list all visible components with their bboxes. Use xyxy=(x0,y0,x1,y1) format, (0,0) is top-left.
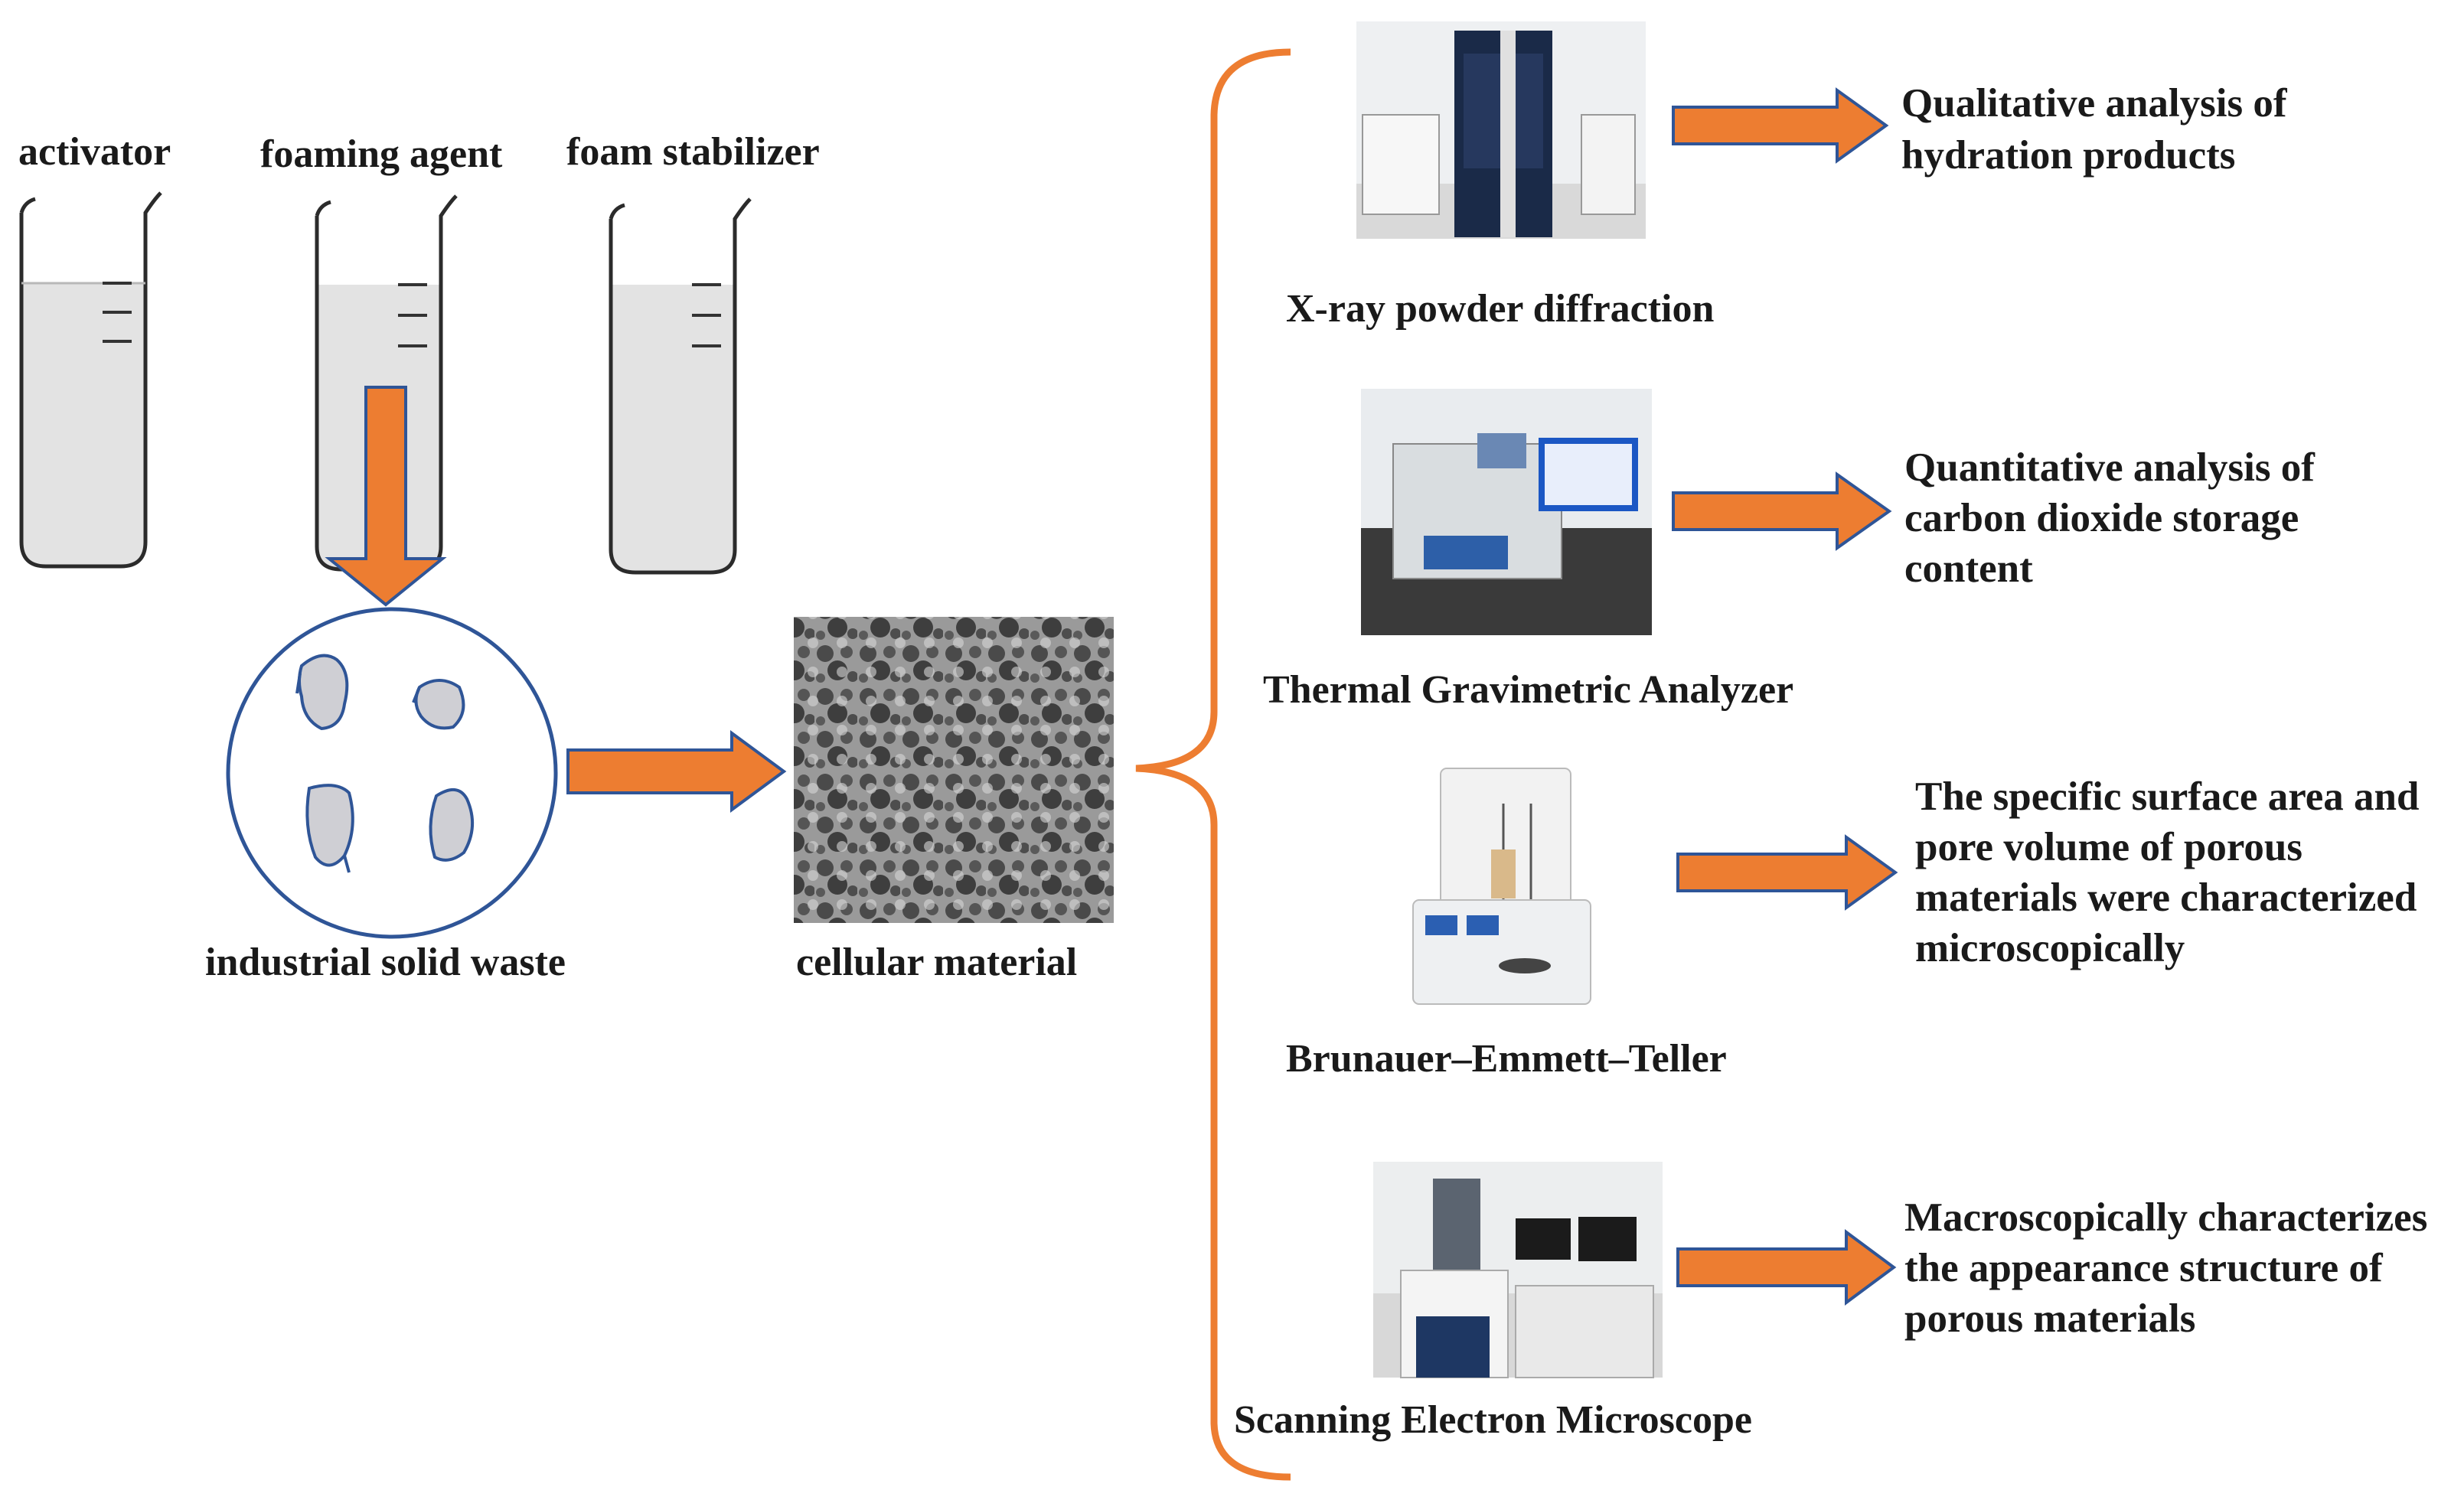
waste-container xyxy=(226,607,558,939)
down-arrow xyxy=(325,386,447,607)
waste-piece xyxy=(414,679,465,730)
waste-label: industrial solid waste xyxy=(205,941,566,984)
instrument-label: X-ray powder diffraction xyxy=(1286,287,1714,331)
analysis-sem: Scanning Electron Microscope Macroscopic… xyxy=(1234,1162,2438,1442)
analysis-description: The specific surface area and pore volum… xyxy=(1915,774,2430,970)
analysis-description: Qualitative analysis of hydration produc… xyxy=(1901,81,2297,178)
analysis-arrow xyxy=(1672,87,1889,164)
input-activator: activator xyxy=(18,130,171,569)
bracket xyxy=(1135,48,1291,1481)
analysis-bet: Brunauer–Emmett–Teller The specific surf… xyxy=(1286,758,2430,1081)
waste-piece xyxy=(295,673,302,694)
waste-piece xyxy=(298,654,349,731)
beaker-icon xyxy=(609,197,752,575)
product-label: cellular material xyxy=(796,941,1077,984)
instrument-label: Scanning Electron Microscope xyxy=(1234,1398,1752,1442)
analysis-description: Macroscopically characterizes the appear… xyxy=(1904,1195,2438,1341)
industrial-solid-waste: industrial solid waste xyxy=(205,607,566,984)
sem-instrument-photo xyxy=(1373,1162,1663,1378)
input-label: activator xyxy=(18,130,171,174)
bet-instrument-photo xyxy=(1378,758,1607,1010)
waste-piece xyxy=(305,784,354,867)
waste-piece xyxy=(429,788,475,862)
right-arrow xyxy=(566,730,787,813)
cellular-material: cellular material xyxy=(794,617,1114,984)
beaker-icon xyxy=(19,191,162,569)
waste-piece xyxy=(412,686,421,703)
instrument-label: Brunauer–Emmett–Teller xyxy=(1286,1037,1727,1081)
waste-piece xyxy=(343,855,351,873)
input-label: foam stabilizer xyxy=(566,130,820,174)
input-foam-stabilizer: foam stabilizer xyxy=(566,130,820,575)
analysis-xrd: X-ray powder diffraction Qualitative ana… xyxy=(1286,21,2297,331)
input-label: foaming agent xyxy=(260,132,503,176)
analysis-tga: Thermal Gravimetric Analyzer Quantitativ… xyxy=(1263,389,2325,712)
analysis-arrow xyxy=(1672,471,1892,551)
analysis-arrow xyxy=(1676,1229,1897,1306)
tga-instrument-photo xyxy=(1361,389,1652,635)
analysis-description: Quantitative analysis of carbon dioxide … xyxy=(1904,445,2325,591)
analysis-arrow xyxy=(1676,834,1898,911)
instrument-label: Thermal Gravimetric Analyzer xyxy=(1263,668,1793,712)
xrd-instrument-photo xyxy=(1356,21,1646,239)
